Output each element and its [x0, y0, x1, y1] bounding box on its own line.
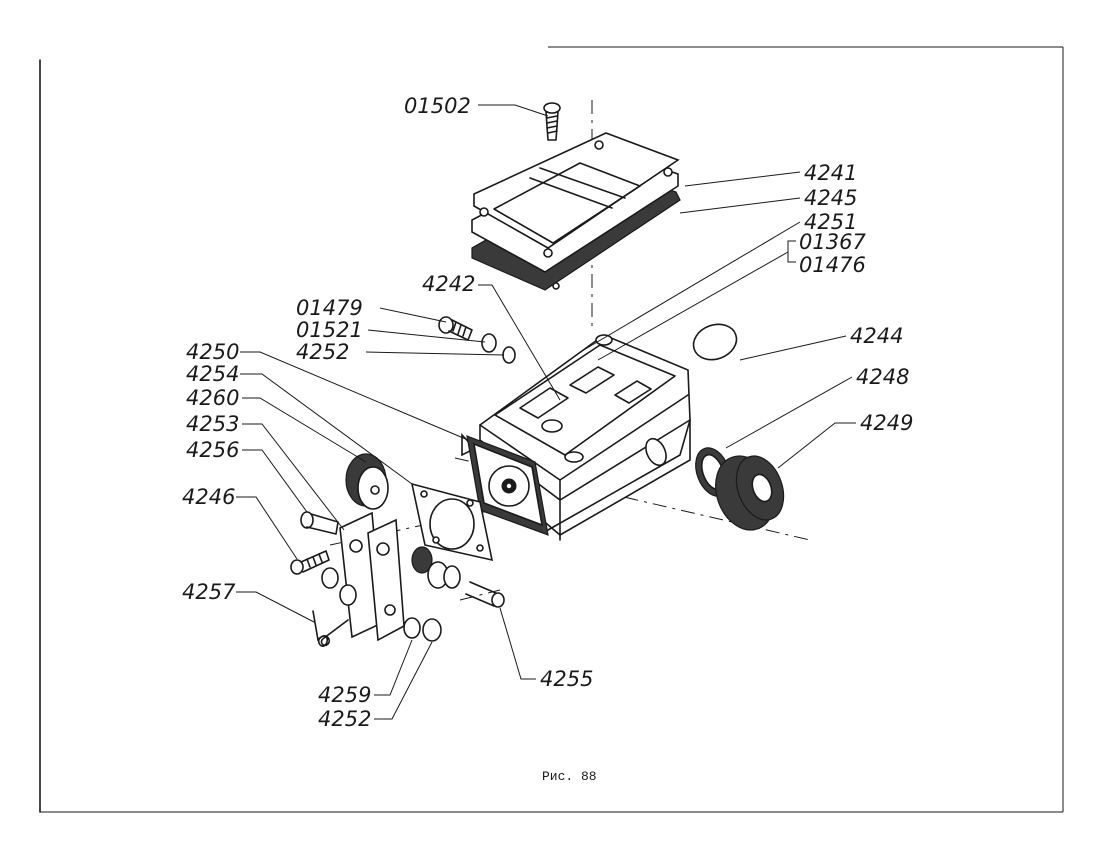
lever-washers [321, 546, 461, 642]
flange-plate-4254 [410, 482, 494, 562]
cover-screw [543, 102, 561, 141]
spring-4257 [312, 610, 349, 647]
label-4249: 4249 [860, 411, 913, 435]
roller-4260 [345, 453, 389, 510]
label-01521: 01521 [296, 318, 363, 342]
label-4245: 4245 [804, 186, 857, 210]
pin-4256 [300, 511, 339, 535]
label-4246: 4246 [182, 485, 235, 509]
plug-4244 [692, 323, 738, 361]
label-01479: 01479 [296, 296, 363, 320]
label-4255: 4255 [540, 667, 593, 691]
part-labels: 01502 4241 4245 4251 01367 01476 4242 01… [182, 94, 913, 731]
label-4250: 4250 [186, 340, 239, 364]
gland-4249 [715, 455, 785, 531]
label-4259: 4259 [318, 683, 371, 707]
label-4254: 4254 [186, 362, 239, 386]
figure-caption: Рис. 88 [542, 769, 597, 784]
label-01502: 01502 [404, 94, 471, 118]
lever-arm-4253 [339, 511, 405, 642]
label-01367: 01367 [799, 230, 866, 254]
sheet-frame [39, 46, 1064, 813]
label-01476: 01476 [799, 253, 866, 277]
label-4253: 4253 [186, 412, 239, 436]
label-4256: 4256 [186, 438, 239, 462]
label-4257: 4257 [182, 580, 236, 604]
side-screw-group [438, 316, 516, 364]
label-4248: 4248 [856, 365, 909, 389]
label-4251: 4251 [804, 210, 857, 234]
cover-assembly [471, 132, 681, 291]
screw-4246 [290, 550, 330, 575]
label-4241: 4241 [804, 161, 857, 185]
axle-4255 [465, 581, 505, 608]
label-4244: 4244 [850, 324, 903, 348]
leader-lines [236, 104, 856, 720]
switch-housing [461, 334, 691, 541]
label-4252-bottom: 4252 [318, 707, 371, 731]
label-4242: 4242 [422, 272, 475, 296]
label-4252-top: 4252 [296, 340, 349, 364]
label-4260: 4260 [186, 386, 239, 410]
